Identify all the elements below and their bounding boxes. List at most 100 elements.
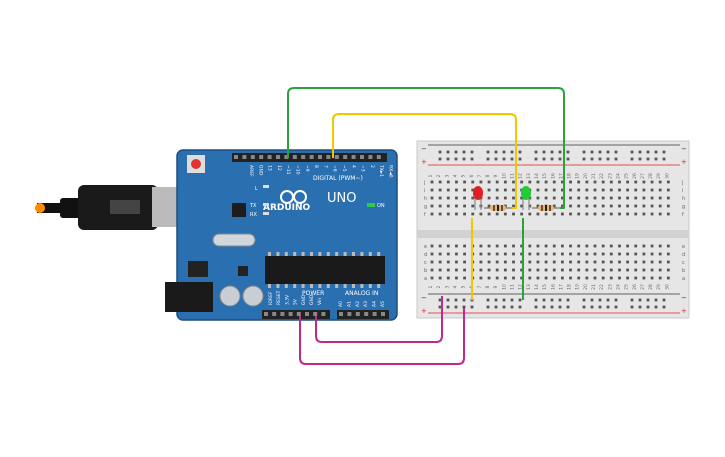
terminal-hole[interactable]	[585, 204, 589, 208]
power-pin-hole[interactable]	[313, 312, 318, 316]
rail-hole[interactable]	[550, 150, 554, 154]
terminal-hole[interactable]	[544, 252, 548, 256]
terminal-hole[interactable]	[463, 252, 466, 256]
terminal-hole[interactable]	[446, 244, 450, 248]
terminal-hole[interactable]	[593, 188, 597, 192]
power-jack[interactable]	[165, 282, 213, 312]
terminal-hole[interactable]	[585, 196, 589, 200]
rail-hole[interactable]	[630, 150, 634, 154]
terminal-hole[interactable]	[593, 180, 597, 184]
terminal-hole[interactable]	[463, 268, 466, 272]
terminal-hole[interactable]	[446, 268, 450, 272]
terminal-hole[interactable]	[455, 252, 458, 256]
rail-hole[interactable]	[494, 305, 498, 309]
rail-hole[interactable]	[502, 150, 506, 154]
terminal-hole[interactable]	[601, 244, 605, 248]
digital-pin-hole[interactable]	[284, 155, 289, 159]
terminal-hole[interactable]	[609, 244, 613, 248]
analog-pin-hole[interactable]	[364, 312, 369, 316]
terminal-hole[interactable]	[552, 244, 556, 248]
terminal-hole[interactable]	[544, 188, 548, 192]
terminal-hole[interactable]	[495, 260, 499, 264]
terminal-hole[interactable]	[438, 212, 442, 216]
rail-hole[interactable]	[630, 305, 634, 309]
arduino-uno-board[interactable]: DIGITAL (PWM~) ARDUINO UNO L TX RX ON	[165, 149, 398, 321]
analog-pin-hole[interactable]	[355, 312, 360, 316]
terminal-hole[interactable]	[512, 244, 515, 248]
terminal-hole[interactable]	[585, 252, 589, 256]
terminal-hole[interactable]	[601, 276, 605, 280]
terminal-hole[interactable]	[536, 180, 540, 184]
rail-hole[interactable]	[638, 305, 642, 309]
terminal-hole[interactable]	[495, 252, 499, 256]
rail-hole[interactable]	[486, 150, 490, 154]
power-pin-hole[interactable]	[272, 312, 277, 316]
terminal-hole[interactable]	[552, 188, 556, 192]
power-pin-hole[interactable]	[288, 312, 293, 316]
analog-pin-hole[interactable]	[372, 312, 377, 316]
digital-pin-hole[interactable]	[234, 155, 238, 159]
terminal-hole[interactable]	[512, 180, 515, 184]
terminal-hole[interactable]	[642, 196, 646, 200]
rail-hole[interactable]	[502, 157, 506, 161]
rail-hole[interactable]	[446, 150, 450, 154]
terminal-hole[interactable]	[446, 252, 450, 256]
terminal-hole[interactable]	[479, 212, 483, 216]
terminal-hole[interactable]	[601, 212, 605, 216]
terminal-hole[interactable]	[626, 268, 629, 272]
terminal-hole[interactable]	[618, 180, 621, 184]
wire-magenta-5v[interactable]	[299, 308, 465, 365]
terminal-hole[interactable]	[479, 180, 483, 184]
terminal-hole[interactable]	[585, 188, 589, 192]
terminal-hole[interactable]	[495, 268, 499, 272]
digital-pin-hole[interactable]	[368, 155, 373, 159]
terminal-hole[interactable]	[528, 204, 532, 208]
terminal-hole[interactable]	[666, 260, 670, 264]
digital-pin-hole[interactable]	[259, 155, 264, 159]
terminal-hole[interactable]	[569, 276, 572, 280]
terminal-hole[interactable]	[520, 180, 524, 184]
terminal-hole[interactable]	[642, 276, 646, 280]
digital-pin-hole[interactable]	[250, 155, 255, 159]
terminal-hole[interactable]	[593, 268, 597, 272]
rail-hole[interactable]	[486, 298, 490, 302]
terminal-hole[interactable]	[642, 244, 646, 248]
terminal-hole[interactable]	[634, 212, 638, 216]
terminal-hole[interactable]	[487, 196, 491, 200]
terminal-hole[interactable]	[650, 204, 654, 208]
terminal-hole[interactable]	[528, 180, 532, 184]
green-led[interactable]	[521, 186, 531, 210]
terminal-hole[interactable]	[455, 188, 458, 192]
terminal-hole[interactable]	[463, 204, 466, 208]
terminal-hole[interactable]	[577, 252, 581, 256]
terminal-hole[interactable]	[618, 204, 621, 208]
terminal-hole[interactable]	[650, 180, 654, 184]
terminal-hole[interactable]	[642, 268, 646, 272]
rail-hole[interactable]	[494, 150, 498, 154]
terminal-hole[interactable]	[650, 188, 654, 192]
rail-hole[interactable]	[606, 298, 610, 302]
terminal-hole[interactable]	[634, 276, 638, 280]
terminal-hole[interactable]	[495, 188, 499, 192]
digital-pin-hole[interactable]	[301, 155, 306, 159]
terminal-hole[interactable]	[536, 212, 540, 216]
terminal-hole[interactable]	[585, 180, 589, 184]
rail-hole[interactable]	[566, 150, 570, 154]
terminal-hole[interactable]	[463, 212, 466, 216]
rail-hole[interactable]	[646, 305, 650, 309]
terminal-hole[interactable]	[536, 268, 540, 272]
terminal-hole[interactable]	[634, 244, 638, 248]
terminal-hole[interactable]	[487, 260, 491, 264]
terminal-hole[interactable]	[479, 252, 483, 256]
rail-hole[interactable]	[462, 157, 466, 161]
rail-hole[interactable]	[542, 150, 546, 154]
rail-hole[interactable]	[614, 298, 618, 302]
rail-hole[interactable]	[654, 305, 658, 309]
terminal-hole[interactable]	[609, 212, 613, 216]
terminal-hole[interactable]	[487, 180, 491, 184]
rail-hole[interactable]	[662, 298, 666, 302]
terminal-hole[interactable]	[658, 212, 662, 216]
rail-hole[interactable]	[582, 150, 586, 154]
terminal-hole[interactable]	[544, 244, 548, 248]
rail-hole[interactable]	[518, 150, 522, 154]
